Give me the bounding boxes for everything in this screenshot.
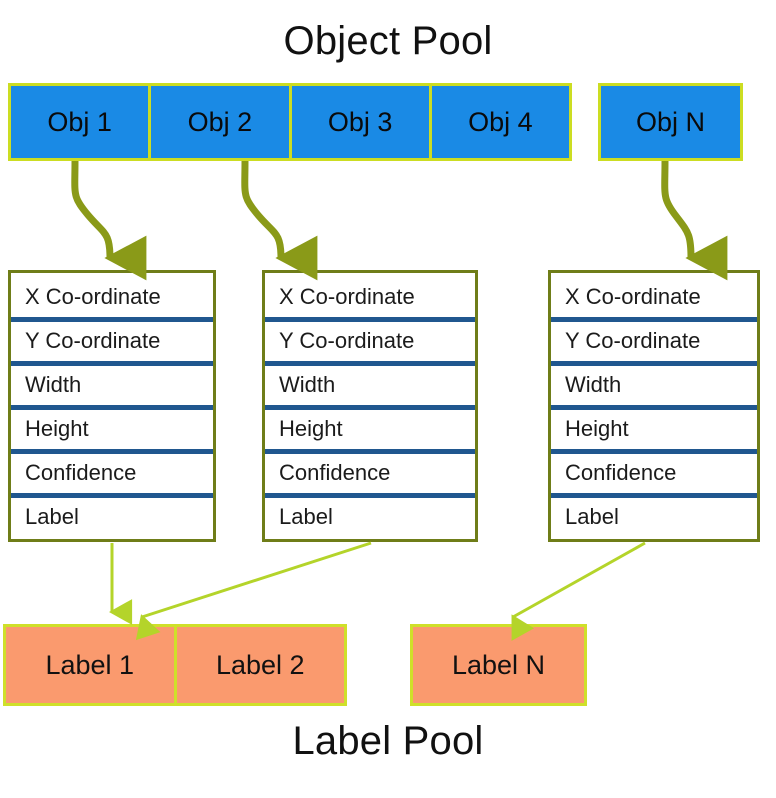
arrow-obj2-to-attrbox2 xyxy=(241,160,318,281)
label-pool-title: Label Pool xyxy=(292,719,484,763)
object-box-4[interactable]: Obj 4 xyxy=(431,86,569,158)
attribute-row-width: Width xyxy=(265,361,475,407)
object-box-label: Obj 1 xyxy=(47,106,112,137)
object-pool-row: Obj 1 Obj 2 Obj 3 Obj 4 xyxy=(8,83,572,161)
label-box-1[interactable]: Label 1 xyxy=(6,627,174,703)
attribute-box-n: X Co-ordinate Y Co-ordinate Width Height… xyxy=(548,270,760,542)
attribute-box-2: X Co-ordinate Y Co-ordinate Width Height… xyxy=(262,270,478,542)
attribute-row-height: Height xyxy=(551,405,757,451)
object-box-label: Obj 2 xyxy=(187,106,253,137)
label-box-label: Label N xyxy=(451,649,546,680)
object-box-1[interactable]: Obj 1 xyxy=(11,86,149,158)
object-box-label: Obj 3 xyxy=(327,106,393,137)
attribute-row-height: Height xyxy=(11,405,213,451)
object-box-n[interactable]: Obj N xyxy=(601,86,740,158)
object-box-label: Obj N xyxy=(635,106,706,137)
attribute-row-confidence: Confidence xyxy=(551,449,757,495)
label-box-2[interactable]: Label 2 xyxy=(176,627,344,703)
attribute-box-1: X Co-ordinate Y Co-ordinate Width Height… xyxy=(8,270,216,542)
attribute-row-x-coordinate: X Co-ordinate xyxy=(25,284,161,309)
label-box-label: Label 1 xyxy=(45,649,135,680)
attribute-row-label: Label xyxy=(265,493,475,539)
attribute-row-height: Height xyxy=(265,405,475,451)
attribute-row-width: Width xyxy=(11,361,213,407)
attribute-row-confidence: Confidence xyxy=(265,449,475,495)
attribute-row-y-coordinate: Y Co-ordinate xyxy=(265,317,475,363)
object-pool-row-n: Obj N xyxy=(598,83,743,161)
attribute-row-label: Label xyxy=(11,493,213,539)
label-box-label: Label 2 xyxy=(215,649,305,680)
arrow-attrbox2-to-label1 xyxy=(135,541,372,641)
object-pool-title: Object Pool xyxy=(283,19,493,63)
label-box-n[interactable]: Label N xyxy=(413,627,584,703)
label-pool-row-n: Label N xyxy=(410,624,587,706)
arrow-attrboxn-to-labeln xyxy=(511,541,646,641)
attribute-row-label: Label xyxy=(551,493,757,539)
attribute-row-x-coordinate: X Co-ordinate xyxy=(565,284,701,309)
attribute-row-x-coordinate: X Co-ordinate xyxy=(279,284,415,309)
object-box-3[interactable]: Obj 3 xyxy=(291,86,429,158)
arrow-obj1-to-attrbox1 xyxy=(71,160,147,281)
attribute-row-confidence: Confidence xyxy=(11,449,213,495)
attribute-row-y-coordinate: Y Co-ordinate xyxy=(551,317,757,363)
object-box-label: Obj 4 xyxy=(468,106,533,137)
label-pool-row: Label 1 Label 2 xyxy=(3,624,347,706)
attribute-row-width: Width xyxy=(551,361,757,407)
attribute-row-y-coordinate: Y Co-ordinate xyxy=(11,317,213,363)
arrow-objn-to-attrboxn xyxy=(661,160,728,281)
object-box-2[interactable]: Obj 2 xyxy=(151,86,289,158)
